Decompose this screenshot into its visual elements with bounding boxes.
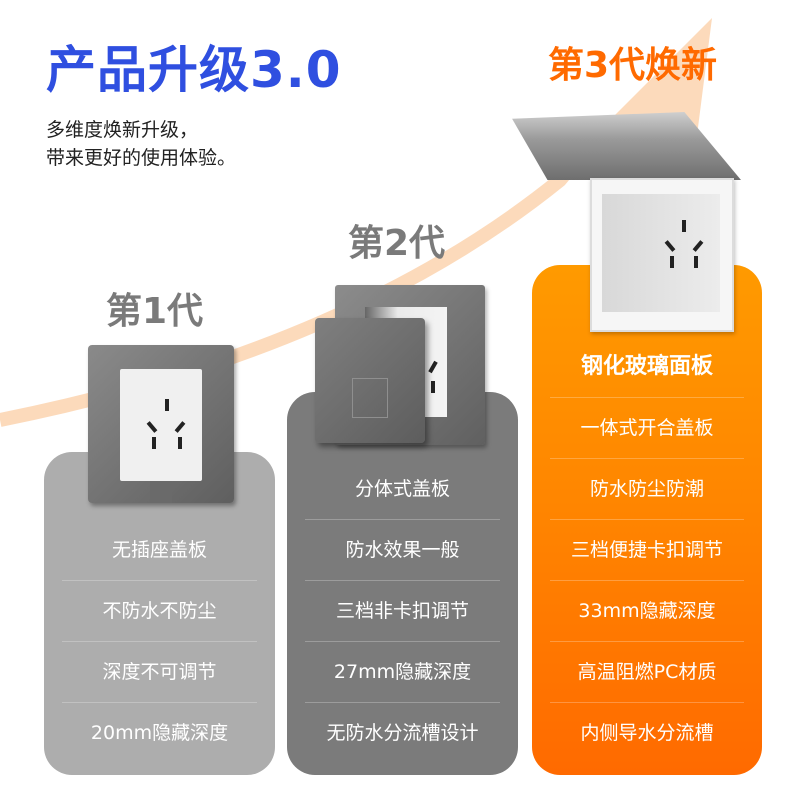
gen1-feature: 无插座盖板 — [111, 539, 207, 561]
gen2-feature: 防水效果一般 — [305, 519, 500, 580]
gen2-feature: 分体式盖板 — [354, 478, 450, 500]
gen3-waterproof-socket-icon — [590, 178, 734, 332]
page-subtitle: 多维度焕新升级， 带来更好的使用体验。 — [46, 116, 236, 172]
gen1-feature: 深度不可调节 — [62, 641, 257, 702]
gen3-label: 第3代焕新 — [548, 45, 718, 86]
gen2-feature: 无防水分流槽设计 — [305, 702, 500, 763]
gen3-feature-highlight: 钢化玻璃面板 — [580, 354, 713, 379]
socket-logo-icon — [352, 378, 388, 418]
gen2-separate-cover-icon — [315, 318, 425, 443]
gen3-feature: 一体式开合盖板 — [550, 397, 744, 458]
gen2-feature-list: 分体式盖板 防水效果一般 三档非卡扣调节 27mm隐藏深度 无防水分流槽设计 — [287, 459, 518, 763]
gen1-label: 第1代 — [106, 291, 204, 332]
gen3-feature: 防水防尘防潮 — [550, 458, 744, 519]
subtitle-line-2: 带来更好的使用体验。 — [46, 147, 237, 169]
gen1-feature: 20mm隐藏深度 — [62, 702, 257, 763]
gen2-feature: 三档非卡扣调节 — [305, 580, 500, 641]
gen2-feature: 27mm隐藏深度 — [305, 641, 500, 702]
gen3-feature: 高温阻燃PC材质 — [550, 641, 744, 702]
gen1-socket-icon — [88, 345, 234, 503]
gen3-feature: 三档便捷卡扣调节 — [550, 519, 744, 580]
gen1-feature: 不防水不防尘 — [62, 580, 257, 641]
gen3-feature-card: 钢化玻璃面板 一体式开合盖板 防水防尘防潮 三档便捷卡扣调节 33mm隐藏深度 … — [532, 265, 762, 775]
gen2-feature-card: 分体式盖板 防水效果一般 三档非卡扣调节 27mm隐藏深度 无防水分流槽设计 — [287, 392, 518, 775]
subtitle-line-1: 多维度焕新升级， — [46, 119, 199, 141]
page-title: 产品升级3.0 — [46, 41, 342, 99]
gen3-feature: 33mm隐藏深度 — [550, 580, 744, 641]
gen2-label: 第2代 — [348, 223, 446, 264]
gen3-feature: 内侧导水分流槽 — [550, 702, 744, 763]
gen1-feature-card: 无插座盖板 不防水不防尘 深度不可调节 20mm隐藏深度 — [44, 452, 275, 775]
gen1-feature-list: 无插座盖板 不防水不防尘 深度不可调节 20mm隐藏深度 — [44, 520, 275, 763]
gen3-feature-list: 钢化玻璃面板 一体式开合盖板 防水防尘防潮 三档便捷卡扣调节 33mm隐藏深度 … — [532, 337, 762, 763]
